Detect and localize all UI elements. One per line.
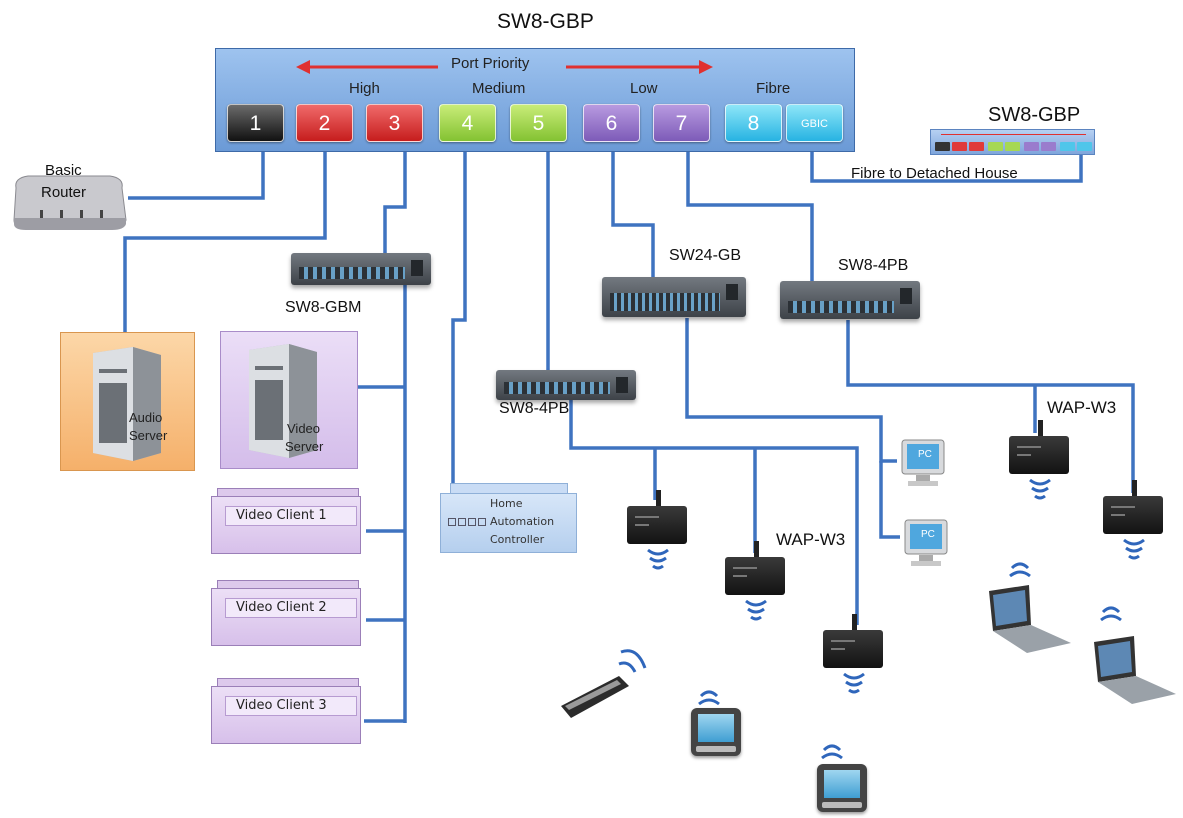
wifi-icon bbox=[843, 672, 865, 694]
wifi-icon bbox=[647, 548, 669, 570]
tablet-2 bbox=[817, 764, 867, 812]
pc-screen-text-2: PC bbox=[921, 529, 935, 540]
wifi-icon bbox=[1029, 478, 1051, 500]
video-server-label-line2: Server bbox=[285, 439, 324, 454]
video-client-2: Video Client 2 bbox=[211, 580, 361, 646]
laptop-1 bbox=[985, 585, 1073, 655]
switch-sw8-4pb-right-label: SW8-4PB bbox=[838, 257, 909, 274]
switch-sw24-gb-label: SW24-GB bbox=[669, 247, 742, 264]
port-6: 6 bbox=[583, 104, 640, 142]
category-medium: Medium bbox=[472, 80, 526, 97]
wifi-icon bbox=[745, 599, 767, 621]
switch-sw8-4pb-center bbox=[496, 370, 636, 400]
monitor-icon bbox=[901, 439, 945, 486]
laptop-icon bbox=[1094, 636, 1176, 704]
category-fibre: Fibre bbox=[756, 80, 791, 97]
port-7: 7 bbox=[653, 104, 710, 142]
wifi-icon bbox=[698, 690, 720, 706]
wap-4 bbox=[1009, 420, 1069, 508]
remote-control bbox=[557, 646, 647, 721]
audio-server-label-line2: Server bbox=[129, 428, 168, 443]
wap-2 bbox=[725, 541, 785, 629]
wifi-icon bbox=[1123, 538, 1145, 560]
switch-sw24-gb bbox=[602, 277, 746, 317]
port-gbic: GBIC bbox=[786, 104, 843, 142]
pc-screen-text-1: PC bbox=[918, 449, 932, 460]
port-5: 5 bbox=[510, 104, 567, 142]
switch-sw8-gbm-label: SW8-GBM bbox=[285, 299, 362, 316]
audio-server-label-line1: Audio bbox=[129, 410, 163, 425]
switch-sw8-gbm bbox=[291, 253, 431, 285]
laptop-icon bbox=[989, 585, 1071, 653]
wap-label-center: WAP-W3 bbox=[776, 530, 846, 549]
wifi-icon bbox=[1009, 562, 1031, 578]
wap-3 bbox=[823, 614, 883, 702]
hac-label-line1: Home bbox=[490, 497, 523, 510]
switch-sw8-4pb-center-label: SW8-4PB bbox=[499, 400, 570, 417]
hac-label-line3: Controller bbox=[490, 533, 545, 546]
switch-sw8-4pb-right bbox=[780, 281, 920, 319]
video-client-1-label: Video Client 1 bbox=[225, 506, 357, 526]
port-4: 4 bbox=[439, 104, 496, 142]
category-low: Low bbox=[630, 80, 658, 97]
basic-router: Basic Router bbox=[10, 162, 130, 232]
wap-label-right: WAP-W3 bbox=[1047, 398, 1117, 417]
category-high: High bbox=[349, 80, 380, 97]
port-8: 8 bbox=[725, 104, 782, 142]
video-client-2-label: Video Client 2 bbox=[225, 598, 357, 618]
port-priority-label: Port Priority bbox=[451, 55, 530, 72]
server-tower-icon bbox=[93, 347, 161, 461]
mini-switch-title: SW8-GBP bbox=[988, 104, 1081, 126]
home-automation-controller: Home Automation Controller bbox=[440, 483, 577, 553]
port-priority-arrow bbox=[296, 60, 713, 74]
pc-monitor-1: PC bbox=[898, 438, 948, 490]
monitor-icon bbox=[904, 519, 948, 566]
main-switch-sw8-gbp: Port Priority High Medium Low Fibre 1 2 … bbox=[215, 48, 855, 152]
video-client-1: Video Client 1 bbox=[211, 488, 361, 554]
laptop-2 bbox=[1090, 636, 1178, 706]
port-2: 2 bbox=[296, 104, 353, 142]
video-server-label-line1: Video bbox=[287, 421, 321, 436]
wifi-icon bbox=[821, 744, 843, 760]
video-client-3: Video Client 3 bbox=[211, 678, 361, 744]
mini-switch bbox=[930, 129, 1095, 155]
diagram-title: SW8-GBP bbox=[497, 10, 594, 33]
wap-5 bbox=[1103, 480, 1163, 568]
pc-monitor-2: PC bbox=[901, 518, 951, 570]
remote-icon bbox=[561, 649, 647, 718]
audio-server: Audio Server bbox=[60, 332, 195, 471]
video-client-3-label: Video Client 3 bbox=[225, 696, 357, 716]
video-server: Video Server bbox=[220, 331, 358, 469]
server-tower-icon bbox=[249, 344, 317, 458]
router-icon bbox=[13, 175, 127, 230]
fibre-link-label: Fibre to Detached House bbox=[851, 165, 1018, 182]
wifi-icon bbox=[1100, 606, 1122, 622]
tablet-1 bbox=[691, 708, 741, 756]
port-1: 1 bbox=[227, 104, 284, 142]
port-3: 3 bbox=[366, 104, 423, 142]
wap-1 bbox=[627, 490, 687, 578]
hac-label-line2: Automation bbox=[490, 515, 555, 528]
router-label-line2: Router bbox=[41, 184, 87, 201]
router-label-line1: Basic bbox=[45, 162, 82, 179]
